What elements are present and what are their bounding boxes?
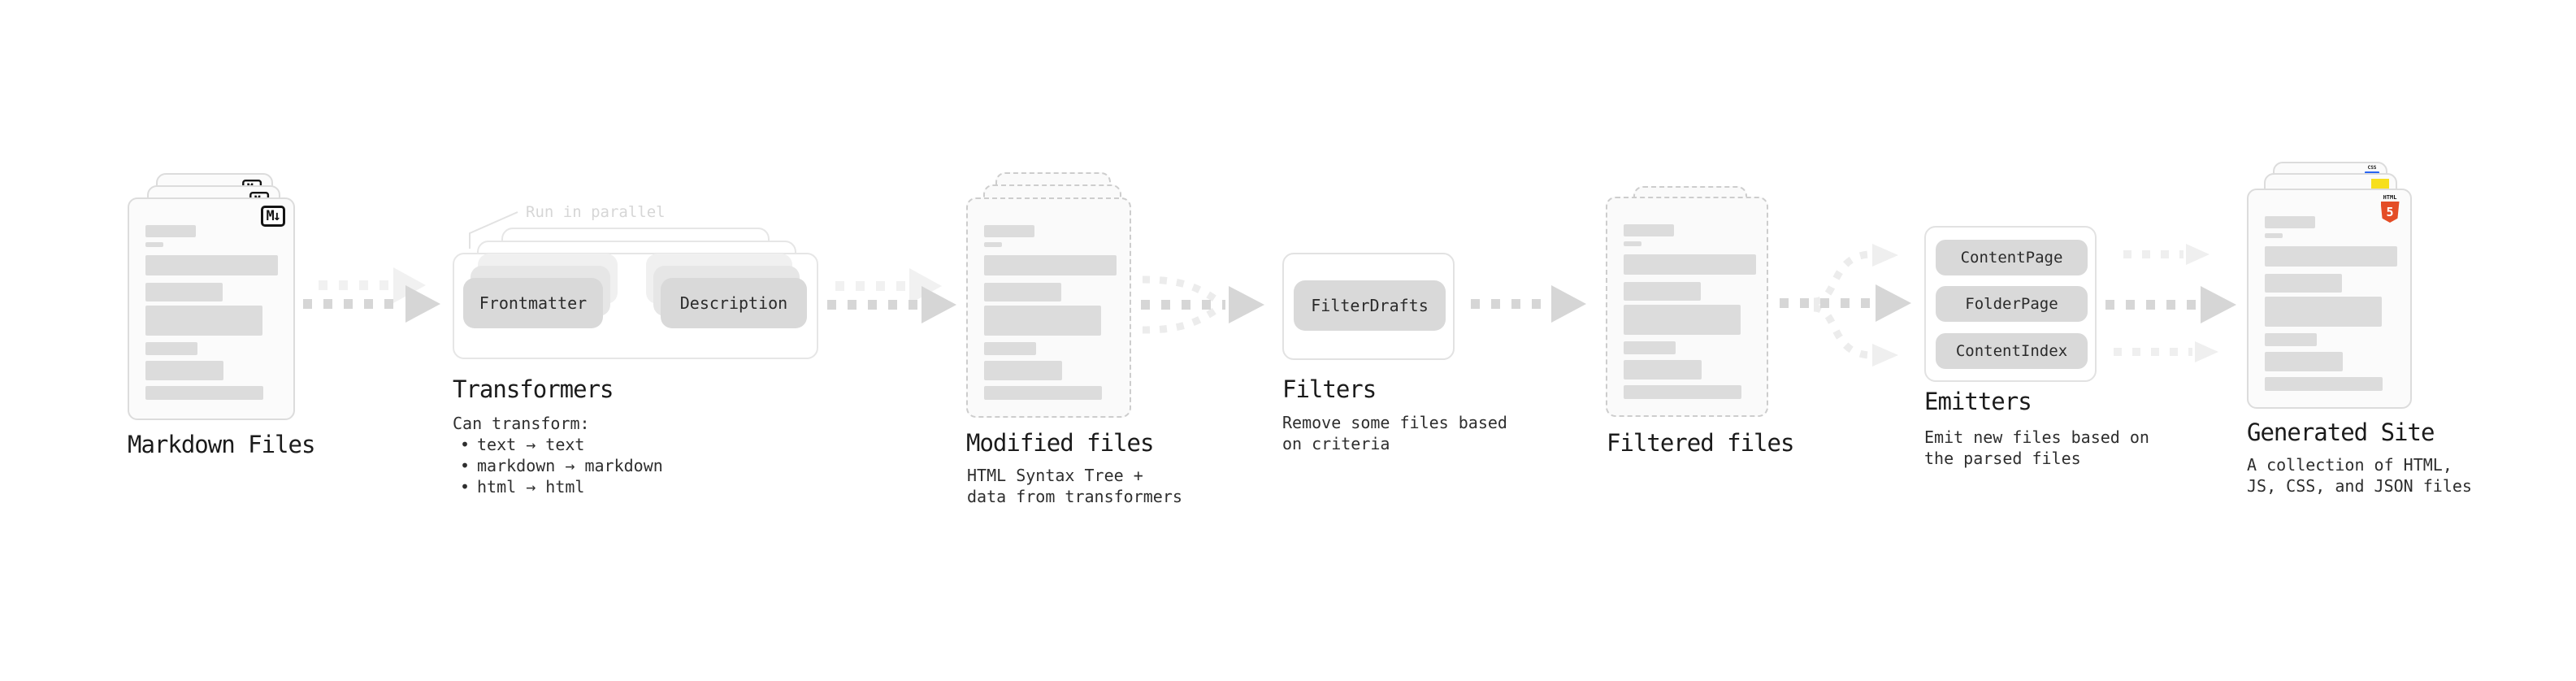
arrow-emitters-to-site xyxy=(2105,244,2236,362)
content-line-bar xyxy=(2265,233,2283,238)
content-line-bar xyxy=(984,242,1002,247)
content-line-bar xyxy=(1624,241,1641,246)
description-pill: Description xyxy=(661,278,807,328)
arrow-markdown-to-transformers xyxy=(303,267,440,323)
content-line-bar xyxy=(2265,274,2342,293)
doc-content-bars xyxy=(2265,216,2397,391)
arrow-filtered-to-emitters xyxy=(1780,244,1911,367)
markdown-files-stack: M↓ M↓ M↓ xyxy=(128,173,295,421)
filtered-files-label: Filtered files xyxy=(1607,429,1794,457)
generated-site-label: Generated Site xyxy=(2247,419,2435,446)
content-line-bar xyxy=(145,255,278,275)
filters-box: FilterDrafts xyxy=(1282,253,1455,360)
content-line-bar xyxy=(984,306,1101,336)
content-line-bar xyxy=(2265,333,2317,346)
contentindex-pill: ContentIndex xyxy=(1936,333,2088,369)
list-item: •text → text xyxy=(459,435,585,454)
content-line-bar xyxy=(145,386,263,400)
folderpage-pill: FolderPage xyxy=(1936,286,2088,322)
content-line-bar xyxy=(145,361,223,380)
modified-file-card xyxy=(966,197,1131,418)
markdown-files-label: Markdown Files xyxy=(128,431,315,458)
content-line-bar xyxy=(1624,385,1741,399)
run-in-parallel-note: Run in parallel xyxy=(526,203,666,221)
modified-files-label: Modified files xyxy=(966,429,1154,457)
filters-description: Remove some files based on criteria xyxy=(1282,413,1507,453)
can-transform-heading: Can transform: xyxy=(453,414,590,433)
transformers-label: Transformers xyxy=(453,375,614,403)
content-line-bar xyxy=(145,225,196,237)
css-icon: CSS xyxy=(2365,165,2379,174)
generated-site-description: A collection of HTML, JS, CSS, and JSON … xyxy=(2247,455,2472,496)
arrow-transformers-to-modified xyxy=(827,268,956,323)
content-line-bar xyxy=(2265,216,2315,228)
content-line-bar xyxy=(984,255,1117,275)
emitters-box: ContentPage FolderPage ContentIndex xyxy=(1924,226,2097,382)
contentpage-pill: ContentPage xyxy=(1936,240,2088,275)
transform-bullet-list: •text → text •markdown → markdown •html … xyxy=(453,434,663,497)
arrow-modified-to-filters xyxy=(1141,275,1264,334)
filtered-file-card xyxy=(1606,197,1768,417)
js-icon xyxy=(2371,179,2389,191)
content-line-bar xyxy=(984,225,1034,237)
content-line-bar xyxy=(1624,341,1676,354)
content-line-bar xyxy=(145,306,262,336)
doc-content-bars xyxy=(984,225,1117,400)
list-item: •markdown → markdown xyxy=(459,456,663,475)
doc-content-bars xyxy=(145,225,280,400)
content-line-bar xyxy=(1624,254,1756,275)
content-line-bar xyxy=(1624,224,1674,236)
content-line-bar xyxy=(145,242,163,247)
content-line-bar xyxy=(2265,297,2382,327)
emitters-description: Emit new files based on the parsed files xyxy=(1924,427,2149,468)
html5-icon: HTML 5 xyxy=(2380,194,2400,223)
markdown-icon: M↓ xyxy=(260,206,285,227)
content-line-bar xyxy=(2265,246,2397,267)
content-line-bar xyxy=(984,342,1036,355)
generated-site-stack: CSS HTML 5 xyxy=(2247,162,2412,409)
transformers-stack: Frontmatter Description xyxy=(453,228,820,361)
content-line-bar xyxy=(984,283,1061,301)
content-line-bar xyxy=(984,386,1102,400)
emitters-label: Emitters xyxy=(1924,388,2032,415)
modified-files-stack xyxy=(966,172,1131,418)
content-line-bar xyxy=(1624,282,1701,301)
content-line-bar xyxy=(145,342,197,355)
filters-label: Filters xyxy=(1282,375,1377,403)
filterdrafts-pill: FilterDrafts xyxy=(1294,280,1446,331)
doc-content-bars xyxy=(1624,224,1756,399)
list-item: •html → html xyxy=(459,477,585,497)
content-line-bar xyxy=(984,361,1062,380)
filtered-files-stack xyxy=(1606,186,1768,417)
content-line-bar xyxy=(2265,352,2343,371)
content-line-bar xyxy=(2265,377,2383,391)
frontmatter-pill: Frontmatter xyxy=(463,278,603,328)
site-file-card-html: HTML 5 xyxy=(2247,189,2412,409)
modified-files-description: HTML Syntax Tree + data from transformer… xyxy=(967,466,1182,506)
arrow-filters-to-filtered xyxy=(1471,285,1586,323)
content-line-bar xyxy=(1624,360,1702,380)
markdown-file-card: M↓ xyxy=(128,197,295,420)
transformers-description: Can transform: •text → text •markdown → … xyxy=(453,413,663,497)
content-line-bar xyxy=(145,283,223,301)
content-line-bar xyxy=(1624,305,1741,335)
